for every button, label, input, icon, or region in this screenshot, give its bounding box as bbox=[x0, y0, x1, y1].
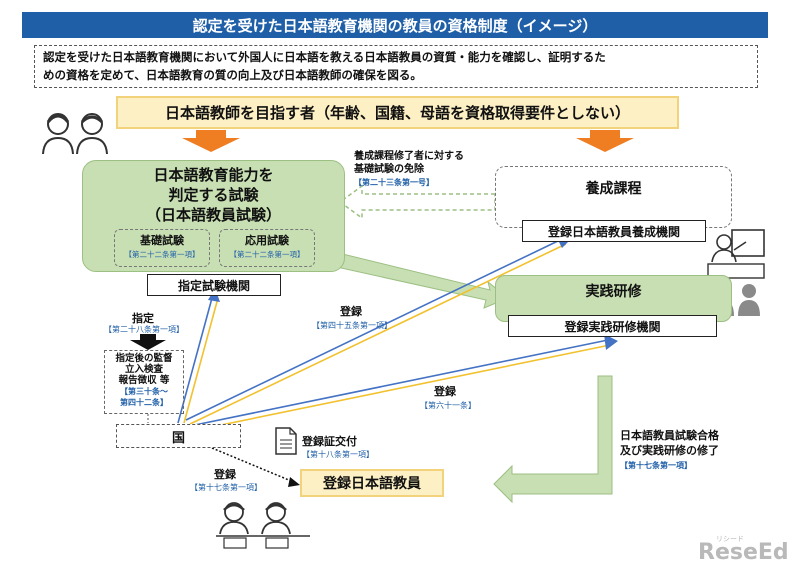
state-box: 国 bbox=[116, 424, 241, 448]
supervision-line-1: 指定後の監督 bbox=[115, 353, 173, 364]
registration-ref-2: 【第六十一条】 bbox=[420, 401, 476, 410]
watermark-logo: ReseEd bbox=[698, 540, 789, 565]
line-state-to-practice-blue bbox=[189, 339, 609, 427]
watermark-sub: リシード bbox=[716, 535, 744, 543]
target-candidates-box: 日本語教師を目指す者（年齢、国籍、母語を資格取得要件としない） bbox=[116, 96, 679, 129]
intro-line-2: めの資格を定めて、日本語教育の質の向上及び日本語教師の確保を図る。 bbox=[43, 68, 422, 82]
designation-arrow bbox=[130, 334, 166, 350]
practice-to-registered-arrow bbox=[493, 375, 613, 504]
certificate-ref: 【第十八条第一項】 bbox=[302, 450, 374, 459]
training-course-box: 養成課程 bbox=[495, 166, 732, 228]
basic-exam-box: 基礎試験 【第二十二条第一項】 bbox=[114, 229, 210, 267]
lecture-icon bbox=[707, 229, 765, 279]
exemption-line-1: 養成課程修了者に対する bbox=[354, 151, 464, 162]
applied-exam-ref: 【第二十二条第一項】 bbox=[229, 250, 305, 259]
line-state-to-practice-yellow bbox=[191, 344, 611, 432]
exemption-line-2: 基礎試験の免除 bbox=[354, 164, 424, 175]
supervision-ref-1: 【第三十条～ bbox=[120, 387, 168, 396]
applied-exam-label: 応用試験 bbox=[245, 234, 289, 247]
supervision-line-2: 立入検査 bbox=[124, 364, 163, 375]
exemption-text: 養成課程修了者に対する 基礎試験の免除 【第二十三条第一号】 bbox=[354, 150, 464, 189]
supervision-line-3: 報告徴収 等 bbox=[118, 375, 170, 386]
supervision-box: 指定後の監督 立入検査 報告徴収 等 【第三十条～ 第四十二条】 bbox=[104, 350, 184, 414]
intro-line-1: 認定を受けた日本語教育機関において外国人に日本語を教える日本語教員の資質・能力を… bbox=[43, 50, 606, 64]
pass-line-2: 及び実践研修の修了 bbox=[620, 444, 719, 457]
exam-title: 日本語教育能力を 判定する試験 （日本語教員試験） bbox=[82, 165, 345, 225]
registration-label-1: 登録 bbox=[340, 305, 362, 318]
line-state-to-training-yellow bbox=[189, 243, 567, 425]
training-agency: 登録日本語教員養成機関 bbox=[522, 220, 706, 242]
teachers-icon bbox=[216, 502, 310, 549]
basic-exam-ref: 【第二十二条第一項】 bbox=[124, 250, 200, 259]
pass-condition: 日本語教員試験合格 及び実践研修の修了 【第十七条第一項】 bbox=[620, 428, 719, 473]
two-people-icon bbox=[42, 113, 108, 155]
registered-teacher-box: 登録日本語教員 bbox=[300, 469, 444, 497]
exemption-ref: 【第二十三条第一号】 bbox=[354, 178, 434, 187]
basic-exam-label: 基礎試験 bbox=[140, 234, 184, 247]
registration-label-3: 登録 bbox=[214, 468, 236, 481]
supervision-ref-2: 第四十二条】 bbox=[120, 398, 168, 407]
document-icon bbox=[275, 427, 297, 455]
line-state-to-exam-yellow bbox=[183, 297, 219, 424]
intro-text: 認定を受けた日本語教育機関において外国人に日本語を教える日本語教員の資質・能力を… bbox=[34, 45, 758, 88]
registration-ref-3: 【第十七条第一項】 bbox=[190, 483, 262, 492]
exemption-arrow bbox=[338, 184, 496, 220]
orange-arrow-right bbox=[576, 130, 634, 152]
practice-agency: 登録実践研修機関 bbox=[508, 315, 717, 337]
certificate-label: 登録証交付 bbox=[302, 435, 357, 448]
designated-exam-agency: 指定試験機関 bbox=[147, 274, 281, 296]
exam-title-line-2: 判定する試験 bbox=[168, 186, 259, 204]
pass-ref: 【第十七条第一項】 bbox=[620, 461, 692, 470]
line-state-to-training-blue bbox=[185, 239, 561, 421]
registration-ref-1: 【第四十五条第一項】 bbox=[312, 321, 392, 330]
exam-title-line-1: 日本語教育能力を bbox=[153, 166, 274, 184]
practice-training-box: 実践研修 bbox=[495, 275, 732, 322]
registration-label-2: 登録 bbox=[434, 385, 456, 398]
orange-arrow-left bbox=[182, 130, 240, 152]
applied-exam-box: 応用試験 【第二十二条第一項】 bbox=[219, 229, 315, 267]
exam-title-line-3: （日本語教員試験） bbox=[145, 206, 281, 224]
line-state-to-registered bbox=[211, 447, 297, 484]
page-title: 認定を受けた日本語教育機関の教員の資格制度（イメージ） bbox=[22, 12, 768, 38]
designation-ref: 【第二十八条第一項】 bbox=[104, 325, 184, 334]
pass-line-1: 日本語教員試験合格 bbox=[620, 429, 719, 442]
designation-label: 指定 bbox=[132, 312, 154, 325]
